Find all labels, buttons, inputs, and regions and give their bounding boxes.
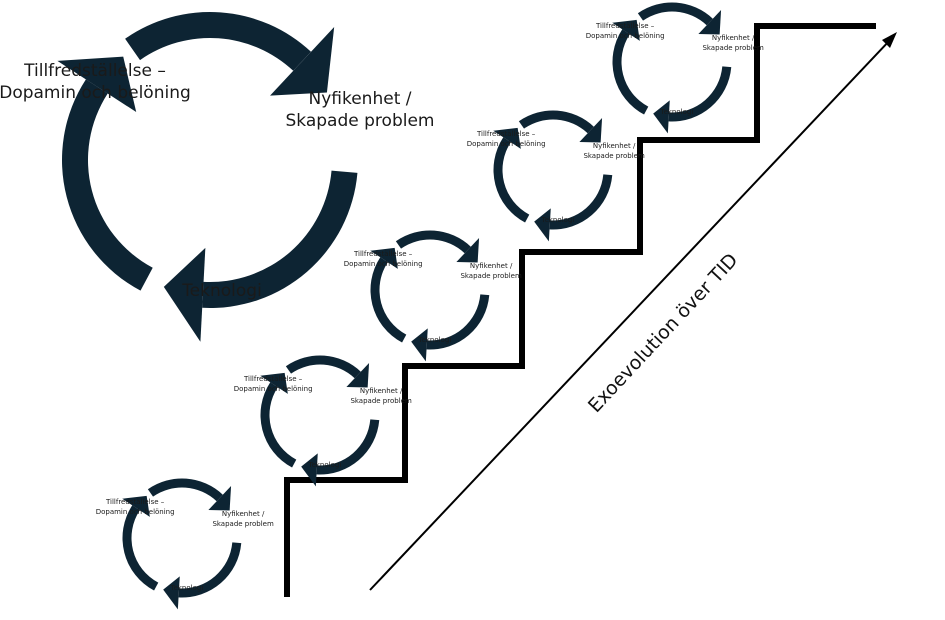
step-3-label-satisfaction: Tillfredställelse –Dopamin och belöning — [344, 249, 423, 269]
step-2-label-satisfaction-line: Tillfredställelse – — [243, 375, 303, 384]
step-4-label-curiosity-line: Nyfikenhet / — [592, 141, 636, 150]
step-5-label-technology: Teknologi — [660, 107, 694, 116]
step-1-label-satisfaction: Tillfredställelse –Dopamin och belöning — [96, 497, 175, 517]
step-3-left-arrowhead-icon — [370, 247, 398, 269]
main-right-arrow-body — [202, 170, 358, 308]
step-3-label-technology: Teknologi — [418, 335, 452, 344]
step-2-label-curiosity-line: Nyfikenhet / — [359, 386, 403, 395]
step-1-label-curiosity: Nyfikenhet /Skapade problem — [212, 509, 273, 529]
main-label-curiosity: Nyfikenhet /Skapade problem — [286, 88, 435, 132]
main-top-arrowhead-icon — [270, 26, 335, 96]
step-4-right-arrowhead-icon — [534, 208, 551, 242]
step-4-top-arrowhead-icon — [579, 117, 603, 143]
step-3-label-curiosity-line: Nyfikenhet / — [469, 261, 513, 270]
step-2-right-arrow-body — [316, 419, 380, 475]
step-5-label-satisfaction: Tillfredställelse –Dopamin och belöning — [586, 21, 665, 41]
step-1-left-arrowhead-icon — [122, 495, 150, 517]
step-5-label-satisfaction-line: Tillfredställelse – — [595, 22, 655, 31]
step-3-top-arrow-body — [395, 230, 471, 254]
step-3-label-curiosity-line: Skapade problem — [460, 271, 522, 280]
step-2-left-arrow-body — [260, 382, 297, 468]
step-4-label-satisfaction-line: Dopamin och belöning — [466, 140, 546, 149]
step-5-right-arrowhead-icon — [653, 100, 670, 134]
main-label-satisfaction-line: Tillfredställelse – — [24, 61, 166, 81]
step-2-label-curiosity: Nyfikenhet /Skapade problem — [350, 386, 411, 406]
step-1-label-technology: Teknologi — [170, 583, 204, 592]
step-2-right-arrowhead-icon — [301, 453, 318, 487]
step-3-label-satisfaction-line: Dopamin och belöning — [343, 260, 423, 269]
staircase — [284, 23, 876, 597]
main-label-satisfaction-line: Dopamin och belöning — [0, 83, 191, 103]
step-2-label-satisfaction-line: Dopamin och belöning — [233, 385, 313, 394]
step-1-label-curiosity-line: Skapade problem — [212, 519, 274, 528]
step-1-label-curiosity-line: Nyfikenhet / — [221, 509, 265, 518]
step-3-label-curiosity: Nyfikenhet /Skapade problem — [460, 261, 521, 281]
step-5-left-arrowhead-icon — [612, 19, 640, 41]
step-3-label-satisfaction-line: Tillfredställelse – — [353, 250, 413, 259]
step-2-top-arrow-body — [285, 355, 361, 379]
step-3-right-arrowhead-icon — [411, 328, 428, 362]
step-3-left-arrow-body — [370, 257, 407, 343]
main-top-arrow-body — [125, 11, 311, 71]
step-5-left-arrow-body — [612, 29, 649, 115]
step-4-label-satisfaction-line: Tillfredställelse – — [476, 130, 536, 139]
step-5-label-curiosity: Nyfikenhet /Skapade problem — [702, 33, 763, 53]
step-2-label-curiosity-line: Skapade problem — [350, 396, 412, 405]
time-axis-arrowhead — [882, 32, 897, 48]
step-4-left-arrowhead-icon — [493, 127, 521, 149]
main-left-arrow-body — [61, 79, 153, 291]
main-label-curiosity-line: Nyfikenhet / — [308, 89, 412, 109]
step-2-top-arrowhead-icon — [346, 362, 370, 388]
main-label-curiosity-line: Skapade problem — [285, 111, 435, 131]
step-1-top-arrow-body — [147, 478, 223, 502]
step-4-left-arrow-body — [493, 137, 530, 223]
step-5-label-curiosity-line: Skapade problem — [702, 43, 764, 52]
step-4-label-curiosity: Nyfikenhet /Skapade problem — [583, 141, 644, 161]
main-right-arrowhead-icon — [163, 247, 206, 342]
step-4-label-technology: Teknologi — [541, 215, 575, 224]
step-4-top-arrow-body — [518, 110, 594, 134]
step-5-top-arrowhead-icon — [698, 9, 722, 35]
step-1-right-arrowhead-icon — [163, 576, 180, 610]
step-4-label-satisfaction: Tillfredställelse –Dopamin och belöning — [467, 129, 546, 149]
step-1-label-satisfaction-line: Tillfredställelse – — [105, 498, 165, 507]
main-label-satisfaction: Tillfredställelse –Dopamin och belöning — [0, 60, 191, 104]
step-1-top-arrowhead-icon — [208, 485, 232, 511]
step-1-left-arrow-body — [122, 505, 159, 591]
step-4-label-curiosity-line: Skapade problem — [583, 151, 645, 160]
step-5-label-satisfaction-line: Dopamin och belöning — [585, 32, 665, 41]
step-2-label-satisfaction: Tillfredställelse –Dopamin och belöning — [234, 374, 313, 394]
step-4-right-arrow-body — [549, 174, 613, 230]
step-3-right-arrow-body — [426, 294, 490, 350]
time-axis-line — [369, 39, 891, 591]
step-5-top-arrow-body — [637, 2, 713, 26]
step-1-label-satisfaction-line: Dopamin och belöning — [95, 508, 175, 517]
step-5-right-arrow-body — [668, 66, 732, 122]
step-2-left-arrowhead-icon — [260, 372, 288, 394]
main-left-arrowhead-icon — [57, 56, 137, 113]
main-label-technology: Teknologi — [182, 281, 262, 301]
step-1-right-arrow-body — [178, 542, 242, 598]
step-5-label-curiosity-line: Nyfikenhet / — [711, 33, 755, 42]
step-2-label-technology: Teknologi — [308, 460, 342, 469]
step-3-top-arrowhead-icon — [456, 237, 480, 263]
